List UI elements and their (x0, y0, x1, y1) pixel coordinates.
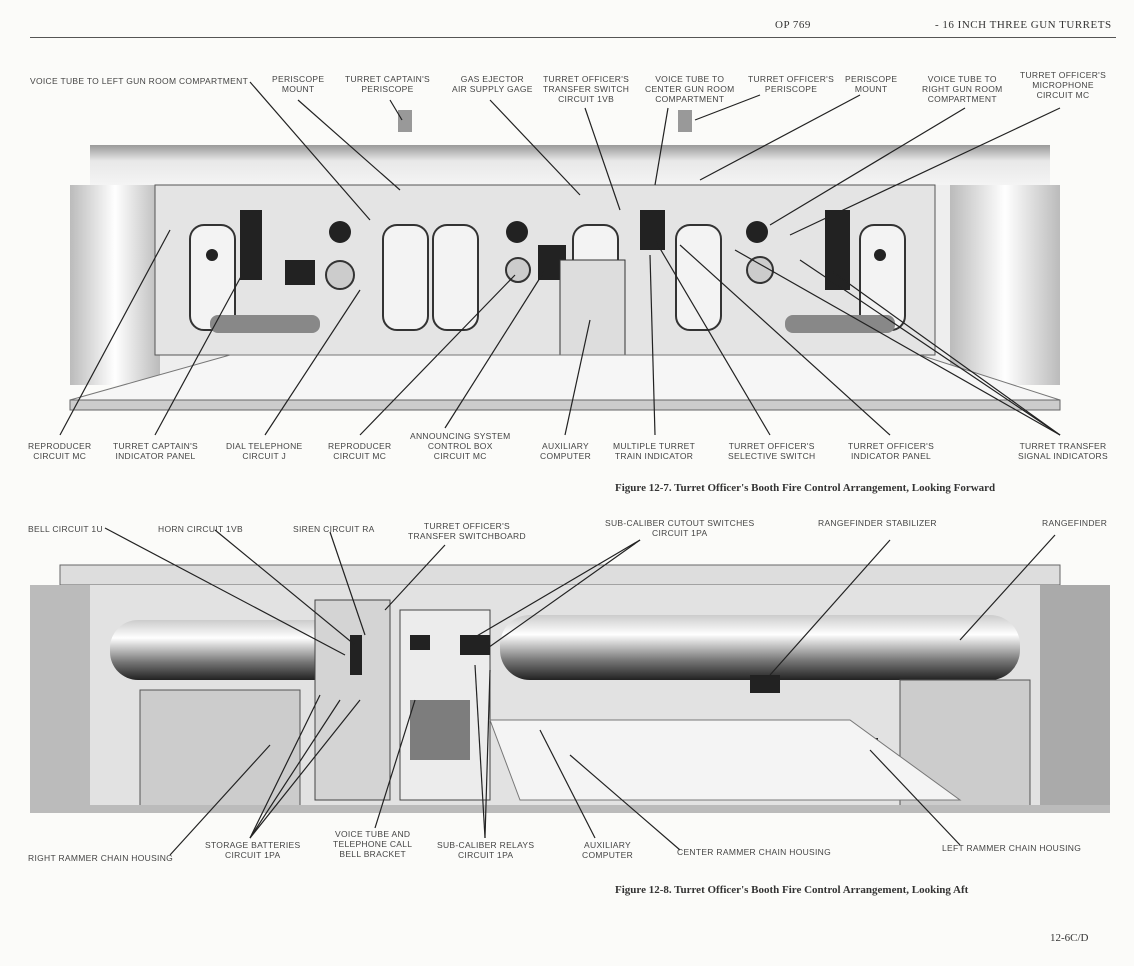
label-auxiliary-computer-2: AUXILIARY COMPUTER (582, 840, 634, 860)
label-transfer-switch: TURRET OFFICER'S TRANSFER SWITCH CIRCUIT… (543, 74, 630, 104)
label-announcing-system: ANNOUNCING SYSTEM CONTROL BOX CIRCUIT MC (410, 431, 511, 461)
running-title: - 16 INCH THREE GUN TURRETS (935, 19, 1112, 31)
label-reproducer-center: REPRODUCER CIRCUIT MC (328, 441, 392, 461)
label-voice-tube-center: VOICE TUBE TO CENTER GUN ROOM COMPARTMEN… (645, 74, 735, 104)
label-microphone: TURRET OFFICER'S MICROPHONE CIRCUIT MC (1020, 70, 1107, 100)
label-storage-batteries: STORAGE BATTERIES CIRCUIT 1PA (205, 840, 301, 860)
label-sub-caliber-relays: SUB-CALIBER RELAYS CIRCUIT 1PA (437, 840, 535, 860)
label-voice-tube-left: VOICE TUBE TO LEFT GUN ROOM COMPARTMENT (30, 76, 249, 86)
label-turret-officers-periscope: TURRET OFFICER'S PERISCOPE (748, 74, 835, 94)
document-number: OP 769 (775, 19, 811, 31)
label-voice-tube-right: VOICE TUBE TO RIGHT GUN ROOM COMPARTMENT (922, 74, 1003, 104)
label-left-rammer: LEFT RAMMER CHAIN HOUSING (942, 843, 1082, 853)
label-transfer-switchboard: TURRET OFFICER'S TRANSFER SWITCHBOARD (408, 521, 526, 541)
label-voice-tube-bracket: VOICE TUBE AND TELEPHONE CALL BELL BRACK… (333, 829, 413, 859)
label-dial-telephone: DIAL TELEPHONE CIRCUIT J (226, 441, 303, 461)
label-gas-ejector: GAS EJECTOR AIR SUPPLY GAGE (452, 74, 533, 94)
label-captains-indicator-panel: TURRET CAPTAIN'S INDICATOR PANEL (113, 441, 198, 461)
label-selective-switch: TURRET OFFICER'S SELECTIVE SWITCH (728, 441, 816, 461)
label-bell-circuit: BELL CIRCUIT 1U (28, 524, 103, 534)
label-horn-circuit: HORN CIRCUIT 1VB (158, 524, 243, 534)
label-periscope-mount-left: PERISCOPE MOUNT (272, 74, 325, 94)
label-right-rammer: RIGHT RAMMER CHAIN HOUSING (28, 853, 174, 863)
figure-12-8-caption: Figure 12-8. Turret Officer's Booth Fire… (615, 884, 969, 896)
figure-12-7-caption: Figure 12-7. Turret Officer's Booth Fire… (615, 482, 996, 494)
label-periscope-mount-right: PERISCOPE MOUNT (845, 74, 898, 94)
header-rule (30, 37, 1116, 38)
label-auxiliary-computer: AUXILIARY COMPUTER (540, 441, 592, 461)
page-number: 12-6C/D (1050, 932, 1089, 944)
label-transfer-signal-indicators: TURRET TRANSFER SIGNAL INDICATORS (1018, 441, 1108, 461)
label-turret-captains-periscope: TURRET CAPTAIN'S PERISCOPE (345, 74, 430, 94)
label-sub-caliber-cutout: SUB-CALIBER CUTOUT SWITCHES CIRCUIT 1PA (605, 518, 755, 538)
label-officers-indicator-panel: TURRET OFFICER'S INDICATOR PANEL (848, 441, 935, 461)
figure-12-7-illustration (59, 81, 1061, 436)
label-rangefinder-stabilizer: RANGEFINDER STABILIZER (818, 518, 937, 528)
label-center-rammer: CENTER RAMMER CHAIN HOUSING (677, 847, 832, 857)
label-siren-circuit: SIREN CIRCUIT RA (293, 524, 375, 534)
figure-12-8-illustration (30, 527, 1110, 856)
label-reproducer-left: REPRODUCER CIRCUIT MC (28, 441, 92, 461)
label-train-indicator: MULTIPLE TURRET TRAIN INDICATOR (613, 441, 696, 461)
label-rangefinder: RANGEFINDER (1042, 518, 1108, 528)
